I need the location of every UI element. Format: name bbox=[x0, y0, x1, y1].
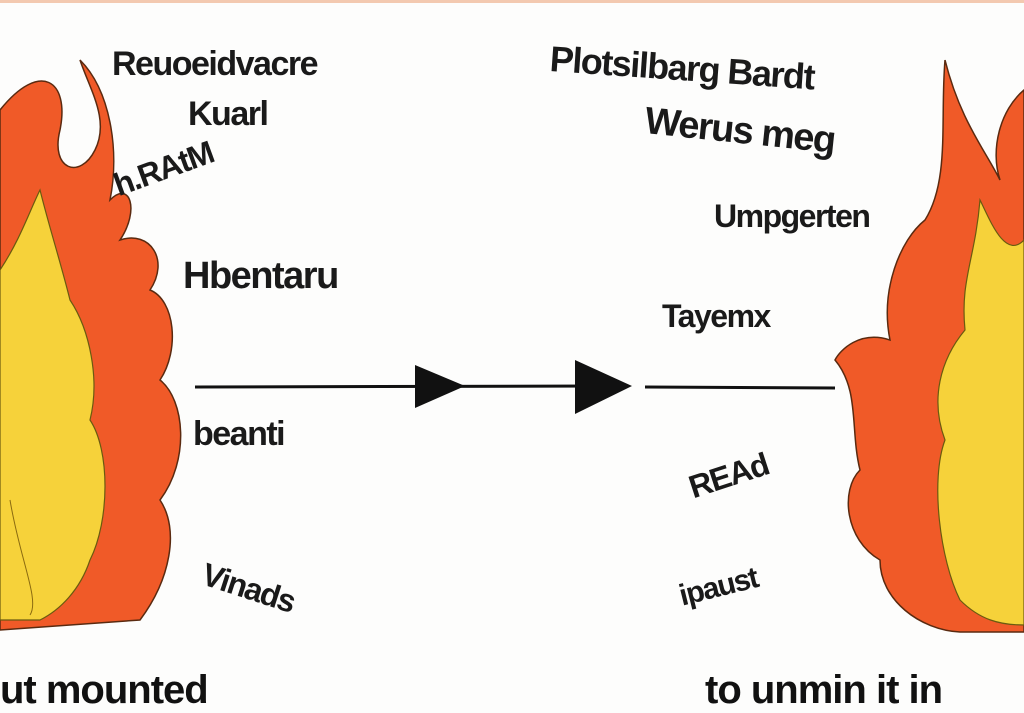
left-label: Reuoeidvacre bbox=[112, 45, 319, 83]
left-flame-icon bbox=[0, 59, 182, 631]
left-label: beanti bbox=[193, 415, 286, 453]
right-label: Umpgerten bbox=[714, 198, 871, 234]
bottom-caption-right: to unmin it in bbox=[705, 668, 943, 712]
right-label: Tayemx bbox=[662, 298, 771, 334]
arrow-icon bbox=[194, 360, 836, 414]
diagram-graphics bbox=[0, 59, 1024, 633]
right-flame-icon bbox=[834, 59, 1024, 633]
left-label: Kuarl bbox=[188, 95, 269, 133]
left-label: Hbentaru bbox=[183, 255, 339, 297]
top-border bbox=[0, 0, 1024, 3]
bottom-caption-left: ut mounted bbox=[0, 668, 209, 712]
